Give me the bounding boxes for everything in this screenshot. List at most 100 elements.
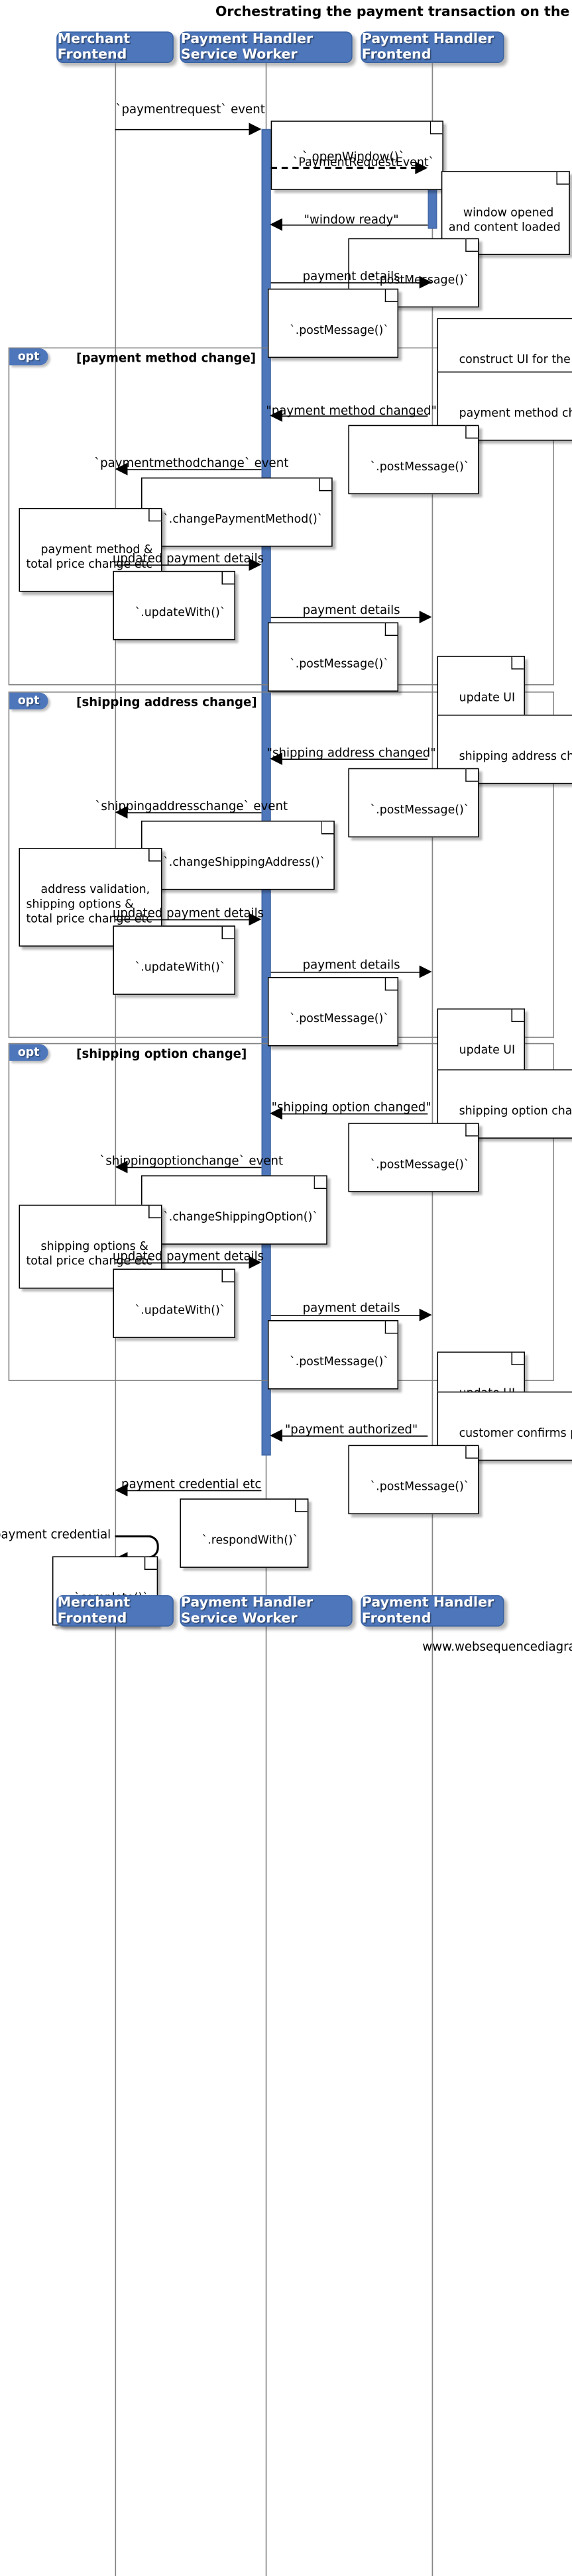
message-label-updated-payment-details-1: updated payment details — [112, 550, 264, 566]
note-fold-icon — [221, 925, 235, 939]
note-post-message-4: `.postMessage()` — [267, 622, 399, 692]
actor-header-merchant-frontend[interactable]: Merchant Frontend — [56, 31, 174, 64]
arrowhead-left-icon — [270, 1107, 282, 1120]
note-fold-icon — [384, 622, 399, 637]
note-fold-icon — [465, 1123, 479, 1137]
note-fold-icon — [556, 171, 570, 185]
note-fold-icon — [465, 425, 479, 439]
message-line-updated-payment-details-1 — [115, 564, 251, 566]
note-text: `.changeShippingAddress()` — [163, 855, 326, 869]
arrowhead-right-icon — [419, 611, 432, 624]
footer-url: www.websequencediagrams.com — [422, 1639, 572, 1654]
note-shipping-options-price-change: shipping options & total price change et… — [19, 1204, 162, 1289]
note-fold-icon — [148, 848, 162, 862]
message-line-payment-details-2 — [270, 617, 423, 619]
note-fold-icon — [430, 121, 444, 134]
arrowhead-left-icon — [115, 805, 128, 819]
message-line-paymentrequest-event — [115, 129, 251, 130]
note-text: `.postMessage()` — [290, 323, 389, 337]
message-label-payment-authorized: "payment authorized" — [284, 1421, 418, 1437]
message-label-payment-details-1: payment details — [302, 268, 400, 283]
note-post-message-3: `.postMessage()` — [348, 425, 479, 495]
arrowhead-right-icon — [249, 913, 262, 926]
note-text: shipping option changed — [459, 1104, 572, 1118]
message-line-updated-payment-details-3 — [115, 1262, 251, 1264]
arrowhead-left-icon — [270, 409, 282, 422]
note-fold-icon — [384, 976, 399, 991]
message-label-payment-details-2: payment details — [302, 602, 400, 617]
note-fold-icon — [465, 1445, 479, 1459]
note-text: `.updateWith()` — [135, 1303, 226, 1317]
message-label-validate-payment-credential: validate payment credential — [0, 1527, 111, 1542]
actor-label: Merchant Frontend — [57, 31, 131, 64]
note-fold-icon — [148, 507, 162, 522]
note-fold-icon — [510, 1008, 525, 1023]
note-post-message-8: `.postMessage()` — [267, 1320, 399, 1390]
actor-footer-payment-handler-service-worker[interactable]: Payment Handler Service Worker — [180, 1595, 353, 1627]
note-change-shipping-option: `.changeShippingOption()` — [141, 1175, 328, 1245]
note-respond-with: `.respondWith()` — [180, 1498, 308, 1568]
note-post-message-6: `.postMessage()` — [267, 976, 399, 1047]
note-fold-icon — [510, 656, 525, 670]
message-line-shippingaddresschange-event — [127, 812, 262, 813]
note-fold-icon — [314, 1175, 328, 1189]
message-line-window-ready — [282, 225, 428, 226]
fragment-condition-3: [shipping option change] — [76, 1046, 247, 1061]
message-label-shipping-option-changed: "shipping option changed" — [271, 1100, 431, 1115]
note-text: `.postMessage()` — [370, 802, 470, 817]
note-text: `.changePaymentMethod()` — [163, 512, 323, 526]
message-label-shippingaddresschange-event: `shippingaddresschange` event — [95, 798, 288, 813]
note-payment-request-event: `PaymentRequestEvent` — [270, 121, 444, 190]
note-text: `.postMessage()` — [370, 1479, 470, 1494]
note-text: `.postMessage()` — [370, 459, 470, 474]
fragment-tab-opt-2: opt — [9, 692, 48, 709]
arrowhead-right-icon — [415, 161, 428, 174]
message-label-payment-details-4: payment details — [302, 1300, 400, 1315]
diagram-title: Orchestrating the payment transaction on… — [215, 4, 572, 21]
note-change-payment-method: `.changePaymentMethod()` — [141, 477, 333, 547]
actor-label: Merchant Frontend — [57, 1595, 131, 1627]
note-fold-icon — [465, 768, 479, 782]
arrowhead-left-icon — [115, 1160, 128, 1174]
note-fold-icon — [319, 477, 333, 491]
note-fold-icon — [221, 1268, 235, 1282]
arrowhead-right-icon — [419, 965, 432, 978]
note-fold-icon — [510, 1351, 525, 1366]
note-change-shipping-address: `.changeShippingAddress()` — [141, 820, 335, 890]
sequence-diagram: Orchestrating the payment transaction on… — [0, 4, 572, 2576]
note-fold-icon — [384, 1320, 399, 1334]
message-line-paymentmethodchange-event — [127, 469, 262, 470]
note-text: update UI — [459, 1043, 516, 1057]
actor-footer-merchant-frontend[interactable]: Merchant Frontend — [56, 1595, 174, 1627]
message-line-payment-details-4 — [270, 1315, 423, 1316]
note-fold-icon — [148, 1204, 162, 1219]
message-label-shippingoptionchange-event: `shippingoptionchange` event — [99, 1153, 284, 1168]
note-fold-icon — [144, 1556, 158, 1571]
actor-footer-payment-handler-frontend[interactable]: Payment Handler Frontend — [361, 1595, 504, 1627]
message-line-payment-details-1 — [270, 282, 423, 283]
note-update-ui-2: update UI — [437, 1008, 525, 1078]
note-text: `.postMessage()` — [370, 1157, 470, 1172]
note-text: `.postMessage()` — [290, 656, 389, 671]
note-text: `.updateWith()` — [135, 960, 226, 974]
note-text: construct UI for the customer — [459, 352, 571, 366]
message-line-shipping-option-changed — [282, 1113, 428, 1115]
actor-label: Payment Handler Frontend — [361, 1595, 494, 1627]
note-text: payment method changed — [459, 406, 572, 420]
message-line-updated-payment-details-2 — [115, 919, 251, 921]
note-text: `PaymentRequestEvent` — [292, 155, 435, 170]
message-label-paymentmethodchange-event: `paymentmethodchange` event — [94, 455, 289, 470]
note-update-with-2: `.updateWith()` — [113, 925, 235, 995]
note-update-with-3: `.updateWith()` — [113, 1268, 235, 1338]
note-text: payment method & total price change etc — [26, 542, 153, 571]
arrowhead-right-icon — [249, 1256, 262, 1269]
actor-label: Payment Handler Service Worker — [180, 31, 314, 64]
note-post-message-9: `.postMessage()` — [348, 1445, 479, 1515]
note-text: update UI — [459, 690, 516, 705]
actor-header-payment-handler-service-worker[interactable]: Payment Handler Service Worker — [180, 31, 353, 64]
note-text: `.updateWith()` — [135, 605, 226, 619]
message-line-openwindow — [270, 166, 418, 170]
actor-header-payment-handler-frontend[interactable]: Payment Handler Frontend — [361, 31, 504, 64]
message-line-payment-credential-etc — [127, 1490, 262, 1492]
message-label-openwindow: `.openWindow()` — [302, 148, 405, 164]
